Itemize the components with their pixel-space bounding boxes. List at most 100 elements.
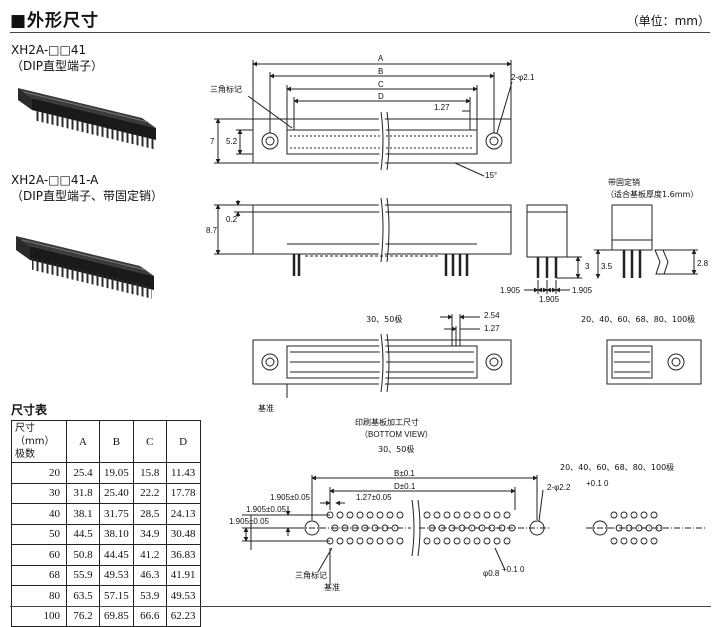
- pcb-hole-mark: [615, 524, 623, 532]
- pcb-hole-mark: [463, 537, 471, 545]
- cell-c: 46.3: [132, 564, 167, 586]
- section-title: ■外形尺寸: [10, 11, 100, 31]
- bottom-rule: [10, 606, 711, 607]
- pcb-hole-mark: [356, 511, 364, 519]
- cell-b: 19.05: [99, 462, 134, 484]
- pcb-dim-1905-c: 1.905±0.05: [229, 517, 270, 526]
- cell-c: 66.6: [132, 605, 167, 627]
- dim-h52: 5.2: [226, 137, 238, 146]
- fixed-pin-title: 带固定销: [608, 177, 640, 187]
- dim-127: 1.27: [484, 324, 500, 333]
- pcb-hole-mark: [381, 524, 389, 532]
- product-photo-2: [16, 236, 154, 299]
- pcb-hole-mark: [326, 511, 334, 519]
- cell-poles: 50: [11, 523, 67, 545]
- pcb-hole-mark: [483, 537, 491, 545]
- cell-poles: 30: [11, 482, 67, 504]
- dim-d28: 2.8: [697, 259, 709, 268]
- pcb-hole-mark: [493, 537, 501, 545]
- dim-1905-c: 1.905: [572, 286, 593, 295]
- pcb-hole-mark: [423, 537, 431, 545]
- pcb-hole-mark: [433, 537, 441, 545]
- pcb-hole-mark: [655, 524, 663, 532]
- pcb-hole-mark: [438, 524, 446, 532]
- col-header-c: C: [132, 420, 167, 463]
- pcb-hole-mark: [508, 524, 516, 532]
- pcb-hole-mark: [361, 524, 369, 532]
- pcb-hole-mark: [503, 537, 511, 545]
- dim-d35: 3.5: [601, 262, 613, 271]
- cell-poles: 100: [11, 605, 67, 627]
- cell-b: 31.75: [99, 503, 134, 525]
- cell-d: 30.48: [165, 523, 201, 545]
- dim-hole: 2-φ2.1: [511, 73, 535, 82]
- section-header: ■外形尺寸 （单位：mm）: [10, 6, 710, 33]
- pcb-hole-mark: [640, 537, 648, 545]
- cell-d: 49.53: [165, 585, 201, 607]
- pcb-hole-mark: [498, 524, 506, 532]
- pcb-hole-mark: [650, 511, 658, 519]
- pcb-hole-mark: [396, 537, 404, 545]
- pcb-hole-mark: [645, 524, 653, 532]
- pcb-hole-mark: [443, 537, 451, 545]
- pcb-title: 印刷基板加工尺寸: [355, 417, 419, 427]
- dim-d: D: [378, 92, 384, 101]
- pcb-hole-mark: [453, 511, 461, 519]
- table-header-row: 尺寸（mm） 极数 A B C D: [11, 420, 201, 463]
- pcb-hole-mark: [473, 511, 481, 519]
- product-1-desc: （DIP直型端子）: [11, 59, 104, 73]
- pcb-hole-mark: [341, 524, 349, 532]
- cell-a: 44.5: [66, 523, 100, 545]
- pcb-view: （BOTTOM VIEW）: [360, 430, 433, 439]
- pcb-hole-mark: [483, 511, 491, 519]
- cell-poles: 20: [11, 462, 67, 484]
- pcb-pattern: [242, 475, 706, 584]
- dim-c: C: [378, 80, 384, 89]
- product-1-model: XH2A-□□41: [11, 43, 87, 57]
- cell-a: 50.8: [66, 544, 100, 566]
- dim-b: B: [378, 67, 383, 76]
- product-2-label: XH2A-□□41-A （DIP直型端子、带固定销）: [11, 172, 163, 204]
- pcb-pin-tol: +0.1 0: [502, 565, 525, 574]
- pcb-hole-mark: [376, 511, 384, 519]
- pcb-hole-mark: [423, 511, 431, 519]
- pcb-hole-mark: [473, 537, 481, 545]
- pcb-hole-mark: [453, 537, 461, 545]
- cell-d: 36.83: [165, 544, 201, 566]
- pcb-hole-tol: +0.1 0: [586, 479, 609, 488]
- pcb-hole-mark: [610, 537, 618, 545]
- cell-c: 22.2: [132, 482, 167, 504]
- bottom-label-left: 30、50极: [366, 314, 402, 324]
- pcb-hole-mark: [366, 511, 374, 519]
- product-2-desc: （DIP直型端子、带固定销）: [11, 189, 164, 203]
- dim-d3: 3: [585, 262, 590, 271]
- pcb-hole-mark: [640, 511, 648, 519]
- pcb-hole-mark: [468, 524, 476, 532]
- dimension-table-title: 尺寸表: [11, 403, 48, 417]
- col-header-a: A: [66, 420, 100, 463]
- pcb-hole-mark: [351, 524, 359, 532]
- top-view: [214, 60, 513, 177]
- cell-poles: 68: [11, 564, 67, 586]
- cell-c: 41.2: [132, 544, 167, 566]
- pcb-hole-mark: [386, 511, 394, 519]
- pcb-hole-mark: [488, 524, 496, 532]
- pcb-hole-mark: [366, 537, 374, 545]
- pcb-hole-mark: [630, 511, 638, 519]
- pcb-hole-mark: [630, 537, 638, 545]
- pcb-hole-mark: [635, 524, 643, 532]
- pcb-hole-mark: [376, 537, 384, 545]
- bottom-view: [252, 314, 702, 398]
- corner-dim-label: 尺寸（mm）: [15, 423, 55, 447]
- side-view: [214, 197, 512, 276]
- cell-poles: 40: [11, 503, 67, 525]
- fixed-pin-note: （适合基板厚度1.6mm）: [606, 189, 698, 199]
- cell-c: 34.9: [132, 523, 167, 545]
- pcb-base-label: 基准: [324, 582, 340, 592]
